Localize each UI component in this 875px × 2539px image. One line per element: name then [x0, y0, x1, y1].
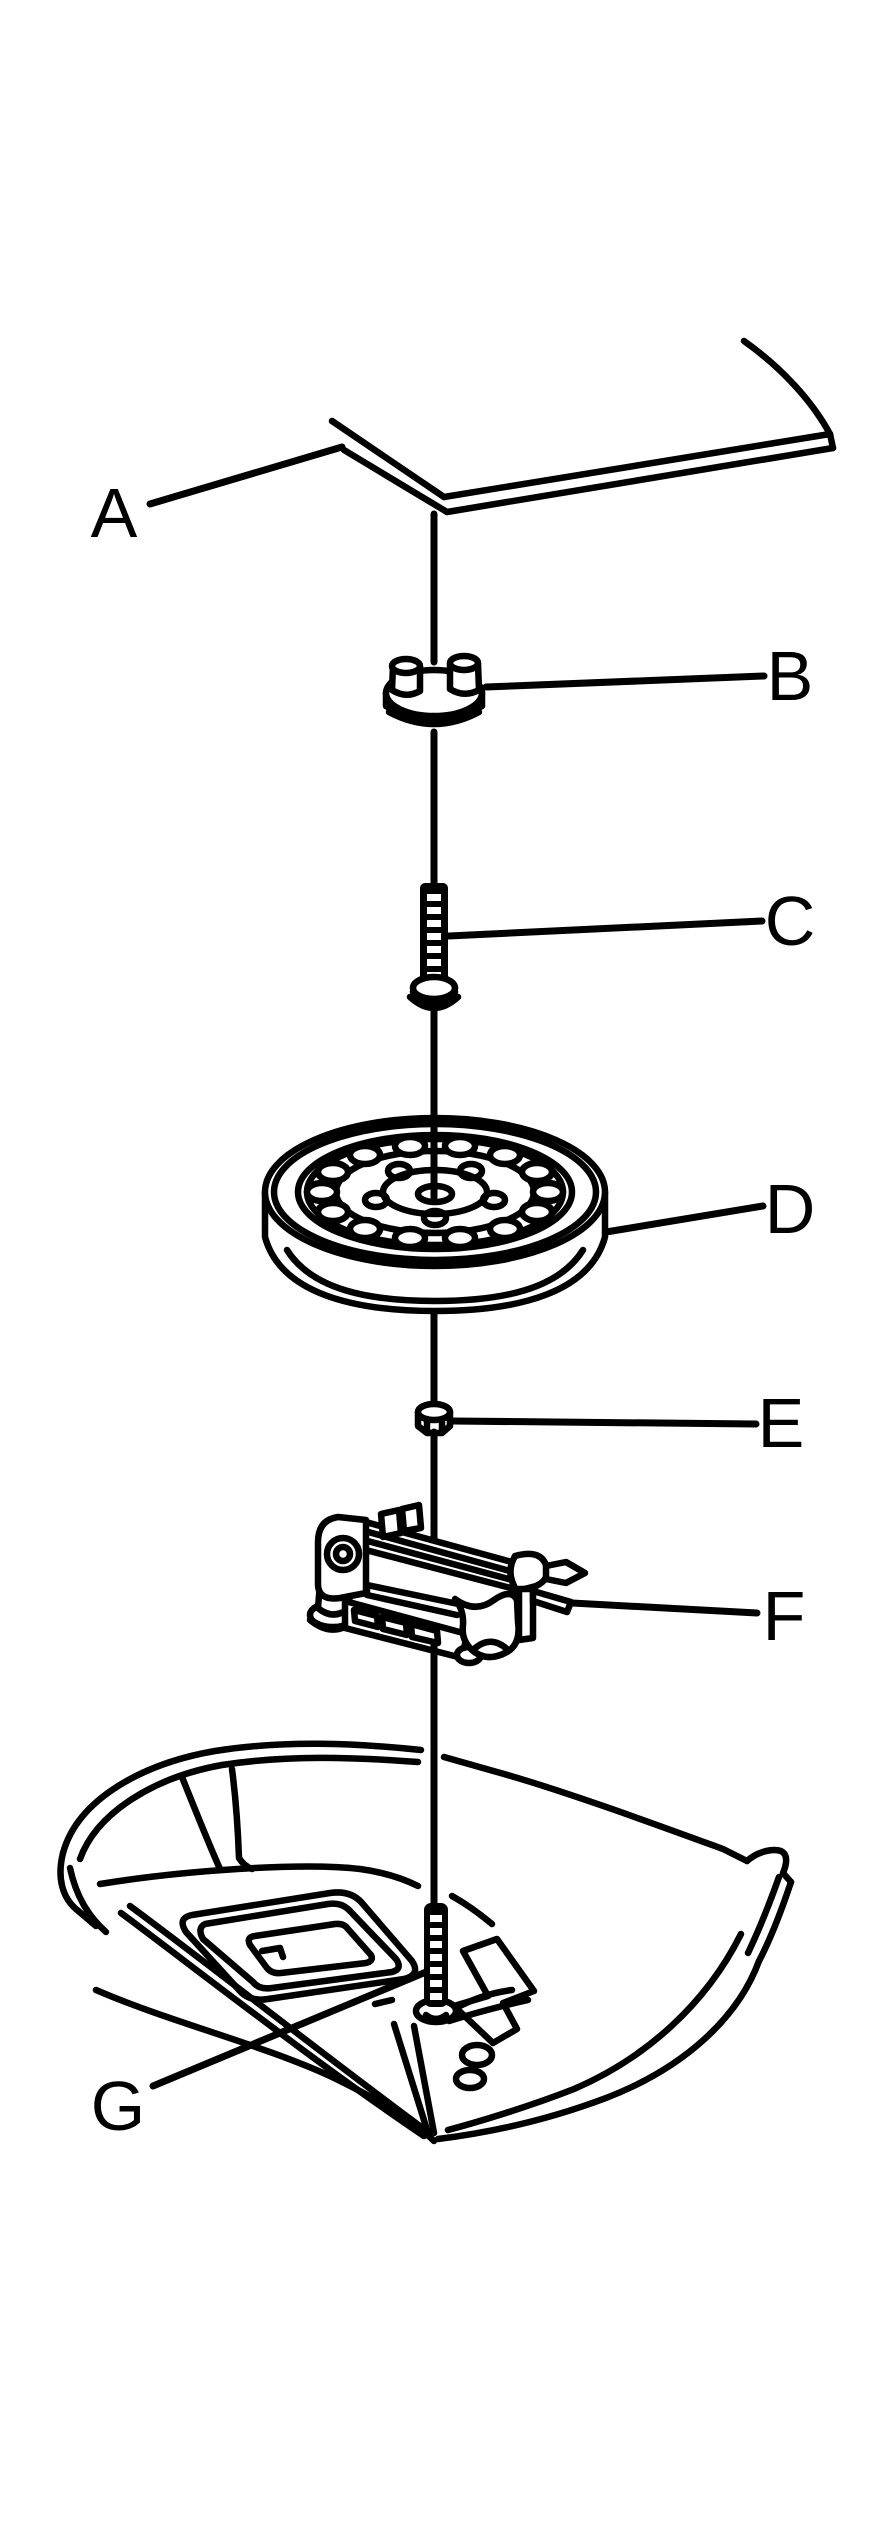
callout-label-c: C [765, 882, 816, 960]
jack-tab-2 [398, 1501, 425, 1535]
tub-floor-arc-2 [445, 1996, 532, 2025]
tub-back-floor-crease-right [448, 1892, 496, 1928]
retainer-base-lower-rim [385, 708, 483, 728]
retainer [382, 652, 486, 728]
tub-left-wall-curve [66, 1864, 110, 1936]
wheel-vent-holes [303, 1133, 567, 1251]
scissor-jack [306, 1501, 589, 1667]
leader-line-g [149, 1968, 430, 2090]
leader-line-c [445, 917, 766, 940]
tire-sidewall-inner-line [283, 1246, 587, 1305]
panel-left-edge-bottom [340, 446, 451, 516]
callout-label-b: B [767, 637, 814, 715]
callout-leader-lines [146, 443, 768, 2090]
tub-recess-slot [245, 1920, 376, 1977]
jack-base-slot-1 [350, 1606, 382, 1631]
nut-facet-lines [423, 1415, 446, 1436]
trim-panel [328, 337, 837, 516]
tub-right-wall-inner [744, 1873, 783, 1957]
tub-back-strip-1 [178, 1773, 224, 1873]
tub-bottom-right-crease [444, 1930, 745, 2134]
tub-rim-corner-hook [743, 1846, 795, 1886]
leader-line-d [602, 1202, 767, 1236]
tub-left-lip [57, 1849, 100, 1930]
jack-tab-1 [377, 1506, 405, 1541]
trunk-tub [57, 1740, 795, 2145]
leader-line-f [568, 1599, 761, 1617]
tub-rim-right [440, 1753, 751, 1865]
tub-recess-inner [197, 1900, 402, 1992]
jack-trunnion [507, 1550, 551, 1595]
jack-lift-plate-notch [469, 1638, 511, 1654]
jack-right-plate [529, 1587, 575, 1616]
jack-base-slot-2 [378, 1613, 411, 1639]
tub-right-wall-outer [755, 1878, 795, 1965]
callout-label-a: A [91, 474, 138, 552]
retainer-lug-right-top [446, 652, 482, 674]
callout-label-d: D [765, 1170, 816, 1248]
floor-bolt [412, 1903, 460, 2026]
tub-v-crease-mark [371, 1996, 396, 2008]
jack-pivot-hole [332, 1543, 354, 1565]
leader-line-e [448, 1417, 760, 1428]
tub-z-rib [450, 1935, 538, 2047]
jack-base-slot-3 [407, 1620, 442, 1647]
jack-right-bracket [515, 1585, 537, 1644]
panel-right-edge-top [440, 430, 834, 501]
callout-label-e: E [758, 1384, 805, 1462]
panel-right-edge-bottom [443, 444, 837, 516]
threaded-stud [406, 883, 462, 1012]
tub-bottom-left-outer [92, 1986, 438, 2145]
tub-v-crease-right [410, 2022, 438, 2137]
panel-corner-arc [740, 337, 834, 438]
tub-v-crease-left [390, 2020, 432, 2137]
jack-handle-hook [542, 1558, 589, 1587]
retainer-lug-left-top [388, 655, 424, 677]
bolt-flange-inner-arc [422, 2011, 450, 2023]
retainer-nut [414, 1400, 454, 1437]
tub-back-strip-2 [228, 1765, 256, 1873]
callout-label-g: G [91, 2067, 145, 2145]
tub-back-floor-crease-left [96, 1863, 422, 1890]
tub-bottom-right-outer [434, 1957, 763, 2143]
tub-recess-slot-notch [258, 1944, 287, 1961]
tub-front-left-crease-1 [126, 1902, 432, 2136]
tub-rim-left-inner [76, 1754, 422, 1863]
tub-hole-1 [458, 2041, 496, 2069]
leader-line-a [146, 443, 346, 508]
callout-label-f: F [763, 1577, 806, 1655]
tub-hole-2 [452, 2066, 488, 2092]
nut-top-face [414, 1400, 454, 1424]
tub-rim-left [59, 1740, 425, 1857]
panel-left-edge-top [328, 417, 448, 501]
callout-labels: A B C D E F G [91, 474, 816, 2145]
leader-line-b [482, 672, 768, 691]
stud-washer [409, 973, 459, 1003]
